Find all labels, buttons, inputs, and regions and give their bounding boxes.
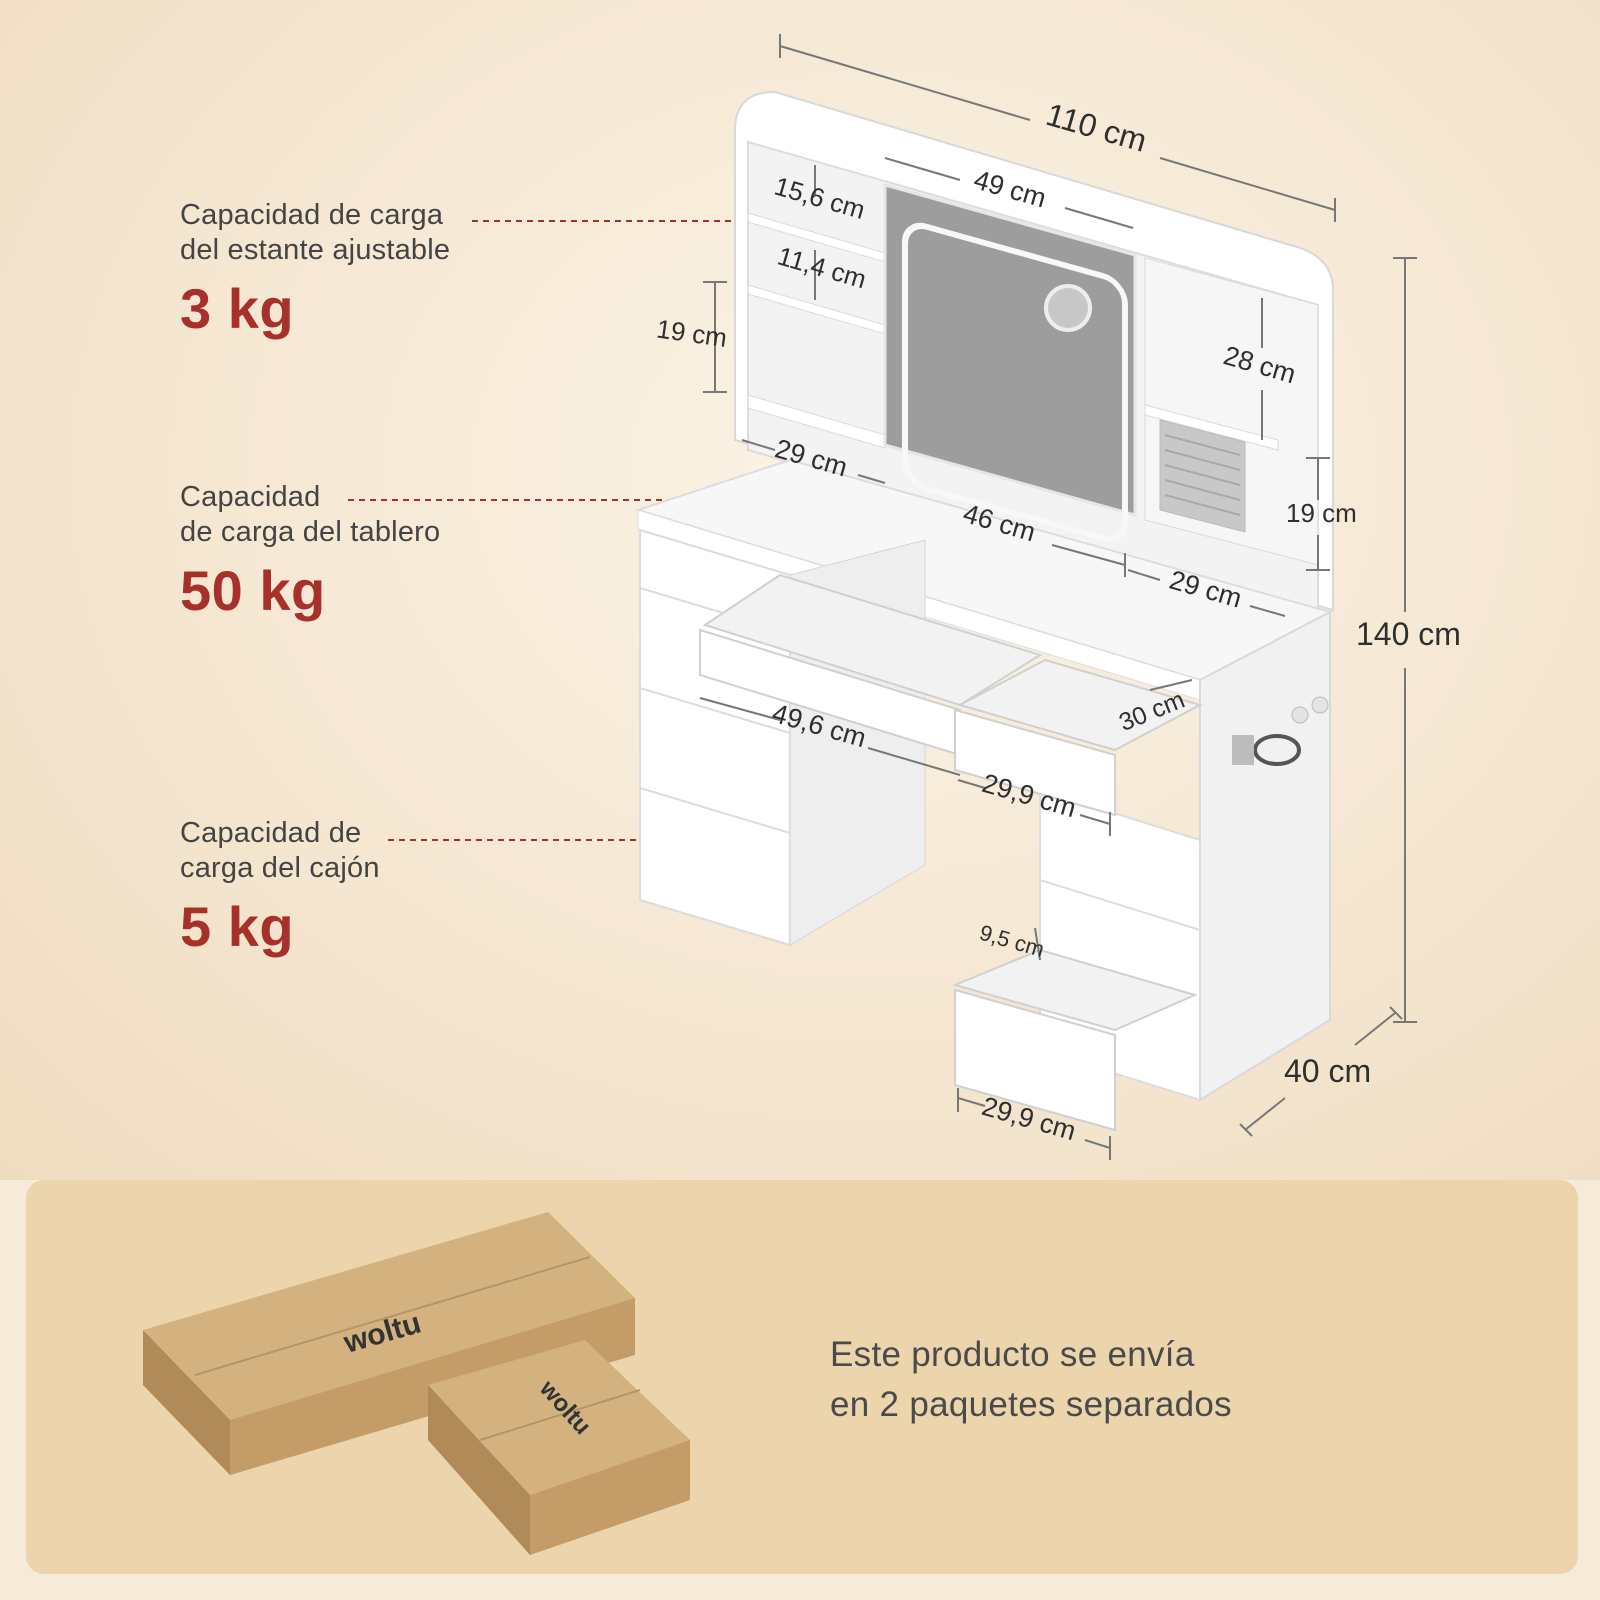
wide-drawer xyxy=(702,573,1043,707)
tabletop-capacity-value: 50 kg xyxy=(180,559,326,622)
vanity-desk xyxy=(634,458,1333,1132)
drawer-capacity-value: 5 kg xyxy=(180,895,295,958)
dryer-holder xyxy=(1253,734,1301,766)
shelf-capacity-value: 3 kg xyxy=(180,277,295,340)
drawer-capacity-callout: Capacidad de carga del cajón 5 kg xyxy=(180,816,380,959)
shelf-capacity-label: Capacidad de carga del estante ajustable xyxy=(180,199,451,266)
shelf-capacity-callout: Capacidad de carga del estante ajustable… xyxy=(180,198,450,341)
vanity-diagram: 110 cm 49 cm 15,6 cm 11,4 cm 19 cm 28 cm… xyxy=(348,34,1461,1160)
dimension-lines xyxy=(699,34,1417,1160)
magnifier-mirror xyxy=(1044,284,1092,332)
drawer-capacity-label: Capacidad de carga del cajón xyxy=(180,817,380,884)
leader-lines xyxy=(348,220,748,841)
small-drawer xyxy=(957,658,1203,752)
bottom-drawer xyxy=(951,948,1198,1032)
dim-right-lower-height: 19 cm xyxy=(1286,498,1357,528)
small-box xyxy=(428,1340,690,1555)
dim-depth-total: 40 cm xyxy=(1284,1053,1371,1089)
dim-height-total: 140 cm xyxy=(1356,616,1461,652)
vanity-hutch xyxy=(734,90,1334,617)
tabletop-capacity-label: Capacidad de carga del tablero xyxy=(180,481,441,548)
shipping-note: Este producto se envía en 2 paquetes sep… xyxy=(830,1335,1232,1424)
tabletop-capacity-callout: Capacidad de carga del tablero 50 kg xyxy=(180,480,440,623)
